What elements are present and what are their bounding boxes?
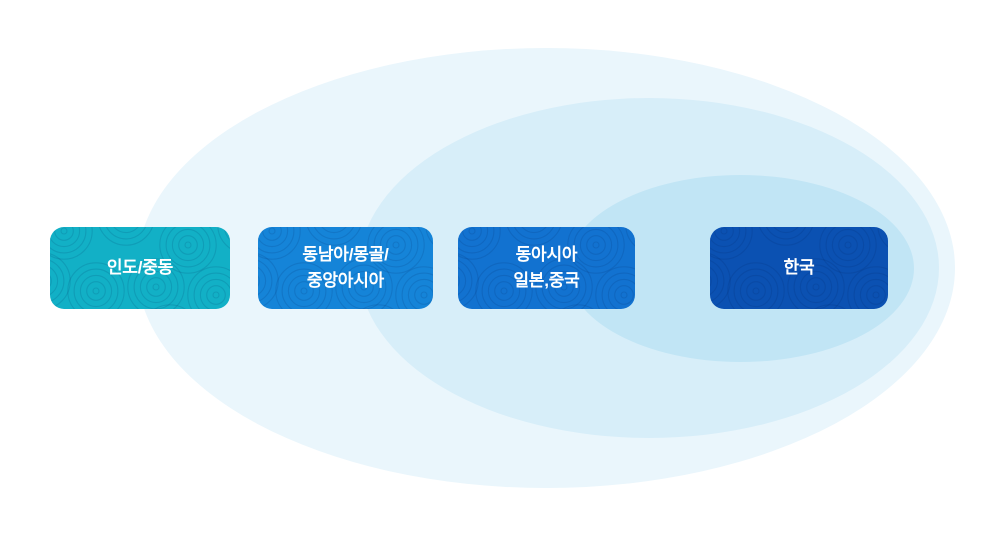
region-label-line: 인도/중동 (106, 258, 174, 277)
region-box-india-middleeast: 인도/중동 (50, 227, 230, 309)
region-label-line: 중앙아시아 (306, 271, 385, 290)
region-label-line: 일본,중국 (513, 271, 580, 290)
region-label-line: 동남아/몽골/ (302, 245, 389, 264)
fingerprint-pattern-icon (710, 227, 888, 309)
fingerprint-pattern-icon (258, 227, 433, 309)
fingerprint-pattern-icon (458, 227, 635, 309)
region-box-korea: 한국 (710, 227, 888, 309)
region-box-eastasia-japan-china: 동아시아 일본,중국 (458, 227, 635, 309)
region-label: 인도/중동 (107, 255, 173, 281)
region-label: 동남아/몽골/ 중앙아시아 (302, 242, 388, 294)
region-label: 동아시아 일본,중국 (513, 242, 579, 294)
region-label: 한국 (784, 255, 815, 281)
region-label-line: 동아시아 (515, 245, 578, 264)
region-box-southeastasia-mongolia-centralasia: 동남아/몽골/ 중앙아시아 (258, 227, 433, 309)
region-label-line: 한국 (783, 258, 815, 277)
fingerprint-pattern-icon (50, 227, 230, 309)
